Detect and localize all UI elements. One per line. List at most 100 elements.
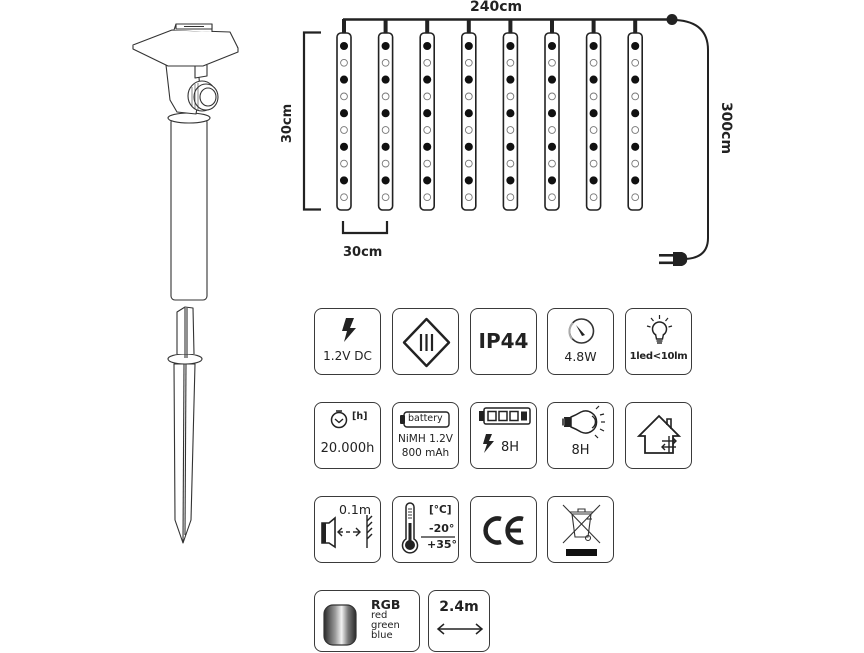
indoor-outdoor-house-icon xyxy=(636,414,682,454)
string-tube xyxy=(336,32,352,211)
led-filled xyxy=(589,109,598,118)
rgb-color-blue: blue xyxy=(371,630,393,641)
spec-battery: battery NiMH 1.2V 800 mAh xyxy=(392,402,459,469)
spec-voltage: 1.2V DC xyxy=(314,308,381,375)
ground-stake xyxy=(167,306,203,544)
string-tube xyxy=(544,32,560,211)
led-hollow xyxy=(423,193,432,202)
led-hollow xyxy=(589,159,598,168)
lighting-time-label: 8H xyxy=(571,443,590,458)
cable-length-label: 2.4m xyxy=(439,599,479,615)
led-hollow xyxy=(506,126,515,134)
string-drop-wire xyxy=(466,19,471,33)
rgb-color-green: green xyxy=(371,620,400,631)
spacing-bracket xyxy=(341,221,389,235)
curtain-diagram xyxy=(302,14,709,266)
spec-lifetime: [h] 20.000h xyxy=(314,402,381,469)
spec-indoor-outdoor xyxy=(625,402,692,469)
string-tube xyxy=(419,32,435,211)
led-hollow xyxy=(631,126,640,134)
plug-icon xyxy=(659,252,688,266)
led-filled xyxy=(423,142,432,151)
led-filled xyxy=(464,75,473,84)
led-filled xyxy=(339,75,349,84)
led-hollow xyxy=(423,58,432,67)
spec-cable-length: 2.4m xyxy=(428,590,490,652)
led-filled xyxy=(423,41,432,51)
ip-rating-label: IP44 xyxy=(478,329,529,353)
string-drop-wire xyxy=(342,19,346,33)
temperature-max: +35° xyxy=(427,538,458,551)
led-hollow xyxy=(464,159,473,168)
gauge-icon xyxy=(568,318,595,344)
led-hollow xyxy=(506,58,515,67)
temperature-unit: [°C] xyxy=(429,504,452,516)
led-hollow xyxy=(423,126,432,134)
led-filled xyxy=(339,142,349,151)
luminous-label: 1led<10lm xyxy=(629,351,688,362)
string-drop-wire xyxy=(591,19,596,33)
led-hollow xyxy=(381,58,390,67)
light-string xyxy=(419,19,435,211)
power-label: 4.8W xyxy=(564,349,597,364)
battery-charge-icon xyxy=(479,407,531,453)
led-hollow xyxy=(340,193,348,202)
led-hollow xyxy=(381,193,390,202)
led-filled xyxy=(381,142,390,151)
led-hollow xyxy=(464,126,473,134)
light-string xyxy=(502,19,519,211)
string-tube xyxy=(461,32,477,211)
min-distance-icon xyxy=(321,515,373,549)
light-string xyxy=(544,19,560,211)
lifetime-unit: [h] xyxy=(352,411,368,422)
led-filled xyxy=(339,41,349,51)
led-hollow xyxy=(381,159,390,168)
led-hollow xyxy=(631,92,640,101)
light-string xyxy=(377,19,394,211)
led-filled xyxy=(464,142,473,151)
led-filled xyxy=(589,176,598,185)
led-hollow xyxy=(548,126,556,134)
spec-luminous: 1led<10lm xyxy=(625,308,692,375)
spec-ip-rating: IP44 xyxy=(470,308,537,375)
led-filled xyxy=(506,75,515,84)
led-hollow xyxy=(506,193,515,202)
led-filled xyxy=(631,109,640,118)
protection-class-iii-icon xyxy=(402,317,451,368)
string-drop-wire xyxy=(550,19,554,33)
led-filled xyxy=(589,75,598,84)
string-tube xyxy=(502,32,519,211)
dim-string-spacing: 30cm xyxy=(343,245,383,260)
min-distance-label: 0.1m xyxy=(339,502,372,517)
led-filled xyxy=(423,75,432,84)
dim-lead-cable: 300cm xyxy=(718,101,735,155)
led-hollow xyxy=(589,126,598,134)
led-filled xyxy=(589,142,598,151)
stopwatch-icon xyxy=(330,410,348,429)
led-hollow xyxy=(589,193,598,202)
string-drop-wire xyxy=(425,19,430,33)
led-filled xyxy=(423,176,432,185)
led-hollow xyxy=(340,92,348,101)
spec-protection-class xyxy=(392,308,459,375)
ce-mark-icon xyxy=(483,516,524,545)
lead-cable xyxy=(675,19,709,260)
dim-string-length: 30cm xyxy=(280,103,296,144)
light-string xyxy=(461,19,477,211)
led-hollow xyxy=(423,92,432,101)
temperature-min: -20° xyxy=(429,522,455,535)
double-arrow-icon xyxy=(436,623,484,635)
light-string xyxy=(627,19,644,211)
led-filled xyxy=(547,176,557,185)
mount-head-with-tube xyxy=(132,23,239,301)
led-filled xyxy=(631,176,640,185)
led-hollow xyxy=(464,193,473,202)
rgb-gradient-icon xyxy=(323,604,357,646)
string-tube xyxy=(585,32,602,211)
string-drop-wire xyxy=(633,19,638,33)
led-hollow xyxy=(548,58,556,67)
charging-time-label: 8H xyxy=(501,440,520,455)
junction-dot xyxy=(666,14,678,25)
height-bracket xyxy=(302,31,321,211)
led-hollow xyxy=(340,58,348,67)
